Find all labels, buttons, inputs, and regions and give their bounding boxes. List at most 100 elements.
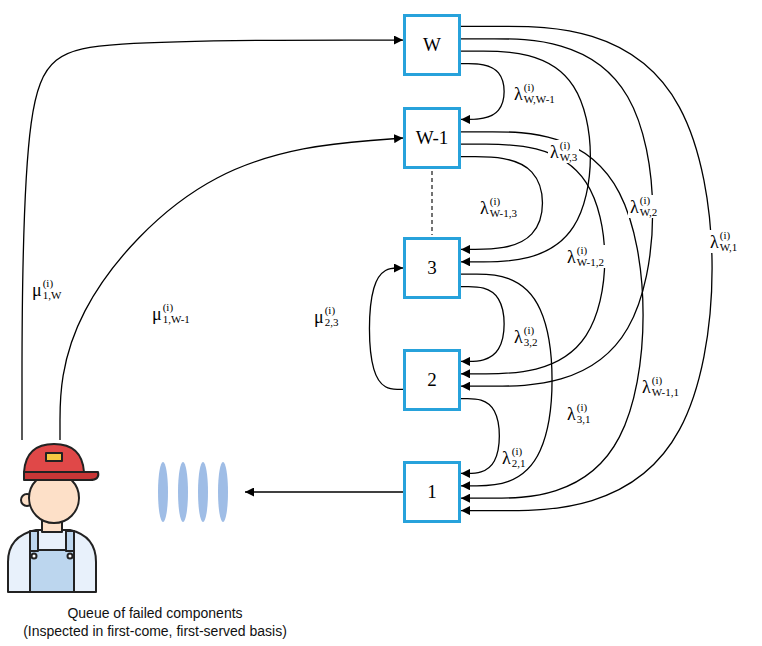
cap-badge (46, 453, 62, 461)
ellipsis-dash (431, 171, 433, 235)
subscript: W,3 (560, 152, 578, 164)
button (68, 554, 73, 559)
overalls-strap (30, 531, 38, 551)
transition-arrow (461, 399, 499, 474)
index-stack: (i)W,W-1 (524, 82, 555, 105)
transition-arrow (461, 64, 504, 120)
rate-label: λ(i)3,2 (512, 325, 539, 348)
queue-item (218, 462, 228, 522)
state-box: W-1 (403, 107, 461, 169)
transition-arrow (461, 144, 605, 374)
rate-label: μ(i)1,W-1 (150, 302, 192, 325)
transition-arrow (461, 287, 504, 362)
superscript: (i) (720, 230, 738, 242)
subscript: W,1 (720, 242, 738, 254)
shirt (8, 530, 96, 592)
queue-item (178, 462, 188, 522)
superscript: (i) (43, 278, 62, 290)
index-stack: (i)2,3 (325, 305, 339, 328)
repairman-figure (8, 444, 98, 592)
state-box: W (403, 14, 461, 76)
queue-item (198, 462, 208, 522)
subscript: W-1,1 (652, 387, 679, 399)
index-stack: (i)1,W-1 (163, 302, 190, 325)
subscript: W-1,2 (577, 257, 604, 269)
rate-label: λ(i)2,1 (500, 446, 527, 469)
repairman-node: Queue of failed components(Inspected in … (5, 440, 245, 600)
index-stack: (i)3,1 (577, 402, 591, 425)
superscript: (i) (524, 82, 555, 94)
index-stack: (i)W,1 (720, 230, 738, 253)
index-stack: (i)2,1 (512, 446, 526, 469)
transition-arrow (369, 268, 403, 389)
rate-symbol: λ (480, 198, 489, 218)
subscript: 2,3 (325, 317, 339, 329)
rate-label: λ(i)W,3 (548, 140, 579, 163)
transition-arrow (245, 491, 403, 492)
state-box: 1 (403, 461, 461, 523)
transition-arrow (461, 274, 552, 486)
button (32, 554, 37, 559)
index-stack: (i)W,3 (560, 140, 578, 163)
overalls-bib (30, 550, 74, 592)
superscript: (i) (512, 446, 526, 458)
superscript: (i) (325, 305, 339, 317)
cap-brim (24, 472, 98, 480)
state-label: 2 (427, 369, 437, 391)
rate-symbol: μ (152, 304, 162, 324)
state-label: W-1 (416, 127, 449, 149)
transition-arrow (461, 26, 712, 510)
superscript: (i) (560, 140, 578, 152)
subscript: 2,1 (512, 458, 526, 470)
queue-caption: Queue of failed components(Inspected in … (5, 604, 305, 640)
rate-symbol: λ (630, 197, 639, 217)
rate-label: λ(i)W,1 (708, 230, 739, 253)
transition-arrow (461, 132, 643, 498)
rate-symbol: λ (502, 448, 511, 468)
superscript: (i) (577, 402, 591, 414)
transition-arrow (60, 138, 403, 440)
queue-items (158, 462, 228, 522)
overalls-strap (66, 531, 74, 551)
state-label: 1 (427, 481, 437, 503)
rate-label: λ(i)3,1 (565, 402, 592, 425)
rate-symbol: λ (514, 84, 523, 104)
subscript: W,W-1 (524, 94, 555, 106)
rate-label: λ(i)W-1,2 (565, 245, 606, 268)
rate-label: λ(i)W-1,1 (640, 375, 681, 398)
subscript: 3,2 (524, 337, 538, 349)
state-box: 3 (403, 237, 461, 299)
caption-line: (Inspected in first-come, first-served b… (5, 622, 305, 640)
subscript: 1,W-1 (163, 314, 190, 326)
transition-arrow (461, 51, 590, 262)
subscript: 3,1 (577, 414, 591, 426)
subscript: W,2 (640, 207, 658, 219)
rate-label: λ(i)W,2 (628, 195, 659, 218)
transition-arrow (461, 157, 542, 250)
rate-symbol: λ (642, 377, 651, 397)
rate-label: μ(i)1,W (30, 278, 63, 301)
rate-symbol: λ (567, 404, 576, 424)
superscript: (i) (652, 375, 679, 387)
rate-symbol: λ (550, 142, 559, 162)
index-stack: (i)W-1,1 (652, 375, 679, 398)
index-stack: (i)W-1,3 (490, 196, 517, 219)
cap (24, 444, 84, 472)
index-stack: (i)W-1,2 (577, 245, 604, 268)
transition-arrow (461, 39, 653, 386)
index-stack: (i)3,2 (524, 325, 538, 348)
index-stack: (i)W,2 (640, 195, 658, 218)
rate-symbol: μ (32, 280, 42, 300)
superscript: (i) (490, 196, 517, 208)
rate-label: λ(i)W,W-1 (512, 82, 557, 105)
rate-symbol: μ (314, 307, 324, 327)
rate-label: λ(i)W-1,3 (478, 196, 519, 219)
subscript: W-1,3 (490, 208, 517, 220)
superscript: (i) (577, 245, 604, 257)
rate-symbol: λ (567, 247, 576, 267)
superscript: (i) (640, 195, 658, 207)
state-label: W (423, 34, 441, 56)
rate-symbol: λ (514, 327, 523, 347)
